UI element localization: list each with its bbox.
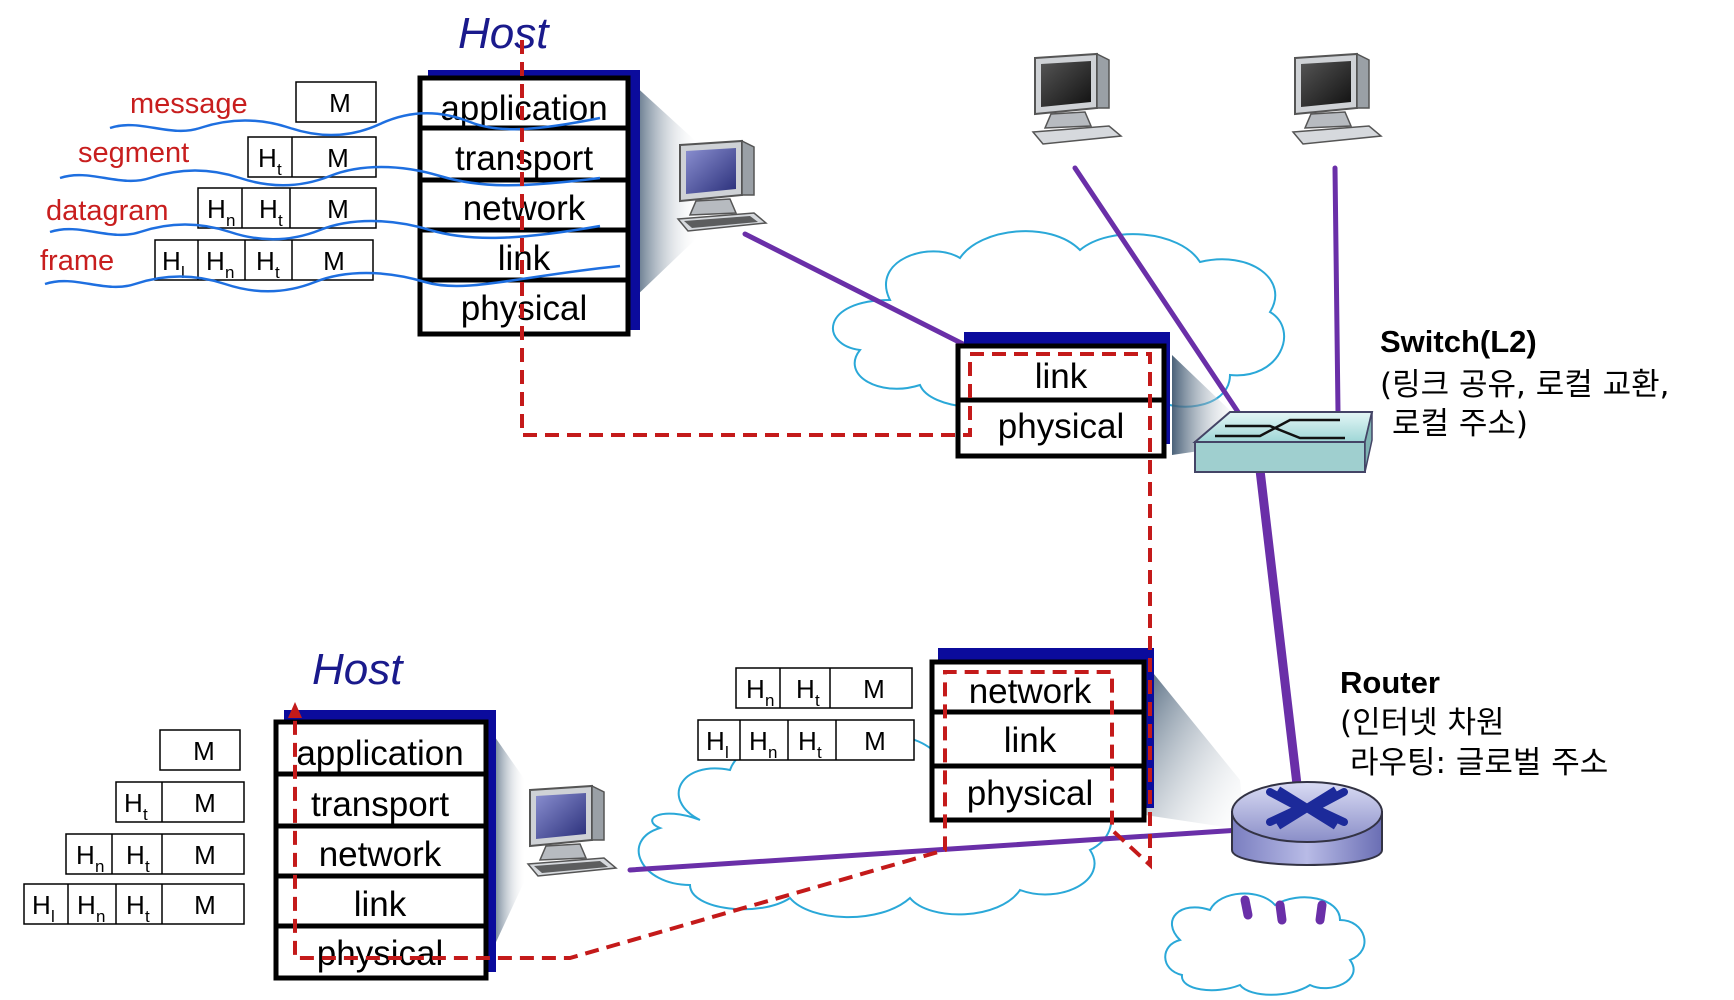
beam	[632, 83, 700, 300]
header-hn-sub: n	[768, 743, 777, 762]
header-hn: H	[749, 726, 768, 756]
router-layer-network: network	[969, 672, 1092, 711]
header-ht-sub: t	[145, 907, 150, 926]
data-path	[293, 40, 1152, 960]
header-hl: H	[32, 890, 51, 920]
header-m: M	[327, 194, 349, 224]
header-stack-router	[697, 667, 915, 761]
computer-icon	[677, 140, 767, 232]
header-ht: H	[258, 143, 277, 173]
header-ht: H	[256, 246, 275, 276]
pdu-label-datagram: datagram	[46, 195, 169, 227]
header-ht: H	[796, 674, 815, 704]
switch-layer-link: link	[1035, 357, 1088, 396]
header-m: M	[323, 246, 345, 276]
switch-title: Switch(L2)	[1380, 324, 1537, 359]
header-hl-sub: l	[51, 907, 55, 926]
header-ht-sub: t	[277, 160, 282, 179]
path-arrowhead	[288, 702, 302, 718]
header-ht-sub: t	[275, 263, 280, 282]
header-hl-sub: l	[181, 263, 185, 282]
header-hn-sub: n	[765, 691, 774, 710]
header-hn: H	[746, 674, 765, 704]
header-m: M	[194, 788, 216, 818]
header-ht: H	[259, 194, 278, 224]
switch-desc-line1: (링크 공유, 로컬 교환,	[1380, 367, 1670, 403]
header-hl: H	[162, 246, 181, 276]
header-m: M	[194, 890, 216, 920]
header-hl: H	[706, 726, 725, 756]
network-links	[627, 165, 1341, 925]
top-host-stack: application transport network link physi…	[417, 70, 640, 337]
header-ht-sub: t	[145, 857, 150, 876]
header-m: M	[863, 674, 885, 704]
pdu-label-frame: frame	[40, 245, 114, 277]
header-stack-bottom	[23, 729, 245, 925]
header-hl-sub: l	[725, 743, 729, 762]
router-layer-link: link	[1004, 721, 1057, 760]
router-icon	[1231, 781, 1383, 866]
layer-network: network	[463, 189, 586, 228]
header-labels-bottom: M H t M H n H t M H l H n H t M	[32, 736, 216, 926]
layer-physical: physical	[317, 934, 443, 973]
header-stack-top	[154, 81, 377, 281]
header-labels-top: M H t M H n H t M H l H n H t M	[162, 88, 351, 282]
cloud-icon	[832, 230, 1286, 414]
header-ht-sub: t	[143, 805, 148, 824]
layer-link: link	[498, 239, 551, 278]
header-m: M	[194, 840, 216, 870]
header-ht-sub: t	[817, 743, 822, 762]
header-hn: H	[76, 840, 95, 870]
pdu-label-message: message	[130, 88, 248, 120]
header-ht: H	[126, 890, 145, 920]
layer-application: application	[296, 734, 463, 773]
header-hn: H	[207, 194, 226, 224]
header-m: M	[327, 143, 349, 173]
header-m: M	[864, 726, 886, 756]
header-hn-sub: n	[225, 263, 234, 282]
layer-transport: transport	[455, 139, 593, 178]
computer-icon	[1031, 52, 1123, 145]
header-ht: H	[126, 840, 145, 870]
pdu-underlines	[44, 112, 621, 293]
header-labels-router: H n H t M H l H n H t M	[706, 674, 886, 762]
router-desc-line1: (인터넷 차원	[1340, 705, 1505, 741]
switch-desc-line2: 로컬 주소)	[1392, 406, 1528, 442]
router-desc-line2: 라우팅: 글로벌 주소	[1350, 745, 1608, 781]
header-ht-sub: t	[815, 691, 820, 710]
header-ht: H	[798, 726, 817, 756]
header-ht-sub: t	[278, 211, 283, 230]
header-m: M	[329, 88, 351, 118]
beam	[1145, 663, 1245, 830]
header-hn: H	[77, 890, 96, 920]
header-m: M	[193, 736, 215, 766]
switch-icon	[1192, 411, 1374, 473]
bottom-host-stack: application transport network link physi…	[273, 710, 496, 981]
switch-layer-physical: physical	[998, 407, 1124, 446]
beam	[490, 730, 525, 955]
router-title: Router	[1340, 665, 1440, 700]
router-layer-physical: physical	[967, 774, 1093, 813]
router-stack: network link physical	[929, 648, 1154, 823]
top-host-title: Host	[458, 9, 550, 58]
cloud-icon	[1164, 892, 1366, 996]
header-ht: H	[124, 788, 143, 818]
layer-link: link	[354, 885, 407, 924]
header-hn-sub: n	[96, 907, 105, 926]
header-hn-sub: n	[226, 211, 235, 230]
computer-icon	[527, 785, 617, 877]
layer-transport: transport	[311, 785, 449, 824]
header-hn: H	[206, 246, 225, 276]
layer-network: network	[319, 835, 442, 874]
header-hn-sub: n	[95, 857, 104, 876]
bottom-host-title: Host	[312, 645, 404, 694]
switch-stack: link physical	[955, 332, 1170, 459]
computer-icon	[1291, 52, 1383, 145]
pdu-label-segment: segment	[78, 137, 189, 169]
